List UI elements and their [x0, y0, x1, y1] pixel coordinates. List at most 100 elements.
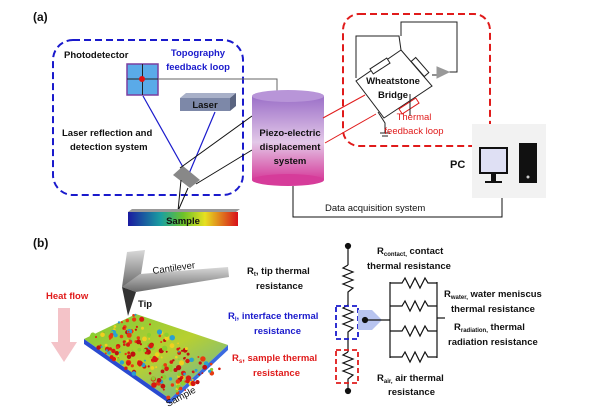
surface-peak — [139, 316, 145, 322]
surface-peak — [130, 364, 134, 368]
pc-icon — [479, 143, 537, 183]
surface-peak — [175, 389, 178, 393]
surface-peak — [95, 336, 97, 338]
surface-peak — [189, 357, 194, 362]
surface-peak — [125, 318, 129, 323]
surface-peak — [96, 345, 101, 350]
laser-beam-incident — [187, 111, 216, 177]
surface-peak — [149, 323, 151, 326]
surface-peak — [164, 366, 169, 372]
surface-peak — [186, 352, 190, 356]
surface-peak — [148, 343, 154, 349]
surface-peak — [160, 341, 163, 343]
surface-peak — [161, 345, 168, 351]
wheatstone-label-1: Wheatstone — [366, 76, 420, 87]
surface-peak — [177, 372, 182, 377]
surface-peak — [183, 356, 186, 359]
surface-peak — [190, 380, 196, 387]
surface-peak — [160, 369, 165, 374]
surface-peak — [200, 356, 206, 362]
surface-peak — [126, 354, 132, 359]
surface-peak — [126, 342, 130, 347]
thermal-circuit — [335, 242, 445, 395]
surface-peak — [100, 345, 103, 348]
r-radiation-label: Rradiation, thermal — [454, 322, 525, 334]
r-water-label: Rwater, water meniscus — [444, 289, 542, 301]
surface-peak — [151, 358, 154, 362]
surface-peak — [208, 369, 212, 373]
topography-loop-label-2: feedback loop — [166, 62, 230, 73]
surface-peak — [126, 361, 131, 366]
surface-peak — [126, 328, 133, 335]
daq-label: Data acquisition system — [325, 203, 425, 214]
surface-peak — [172, 359, 175, 362]
surface-peak — [148, 372, 152, 375]
parallel-resistor — [390, 324, 437, 338]
surface-peak — [131, 349, 134, 352]
surface-peak — [149, 356, 152, 359]
topography-loop-box — [52, 39, 244, 196]
surface-peak — [123, 343, 126, 346]
surface-peak — [166, 395, 171, 400]
surface-peak — [195, 380, 200, 385]
surface-peak — [131, 371, 137, 376]
laser-system-label-2: detection system — [70, 142, 148, 153]
surface-peak — [160, 356, 163, 359]
surface-peak — [218, 367, 221, 371]
r-sample-label: Rs, sample thermal — [232, 353, 317, 365]
surface-peak — [183, 372, 186, 376]
surface-peak — [176, 365, 182, 371]
laser-beam-reflected — [142, 95, 189, 177]
surface-peak — [143, 359, 146, 362]
surface-peak — [104, 352, 107, 355]
tip-label: Tip — [138, 299, 152, 310]
surface-peak — [178, 360, 185, 366]
surface-peak — [127, 330, 130, 333]
surface-peak — [120, 321, 123, 324]
surface-peak — [104, 343, 108, 347]
piezo-label-2: displacement — [260, 142, 322, 153]
parallel-resistor — [390, 350, 437, 364]
thermal-loop-label-2: feedback loop — [384, 126, 443, 137]
surface-peak — [135, 325, 138, 328]
surface-peak — [142, 336, 147, 342]
surface-peak — [146, 332, 151, 338]
parallel-resistor — [390, 276, 437, 290]
laser-icon: Laser — [180, 93, 236, 111]
surface-peak — [108, 334, 113, 339]
surface-peak — [181, 349, 184, 352]
topography-loop-label-1: Topography — [171, 48, 226, 59]
surface-peak — [163, 363, 167, 367]
piezo-label-1: Piezo-electric — [259, 128, 320, 139]
surface-peak — [175, 379, 181, 384]
surface-peak — [113, 325, 117, 328]
r-contact-label-2: thermal resistance — [367, 261, 451, 272]
piezo-cylinder — [252, 90, 324, 186]
surface-peak — [119, 334, 124, 339]
piezo-wire-1 — [179, 115, 253, 169]
photodetector-icon — [126, 63, 159, 96]
r-sample-label-2: resistance — [253, 368, 300, 379]
surface-peak — [185, 379, 190, 384]
thermal-loop-label-1: Thermal — [397, 112, 432, 123]
surface-peak — [137, 347, 142, 352]
thermal-loop-box — [342, 13, 491, 147]
piezo-label-3: system — [274, 156, 307, 167]
surface-peak — [102, 330, 105, 333]
laser-system-label-1: Laser reflection and — [62, 128, 152, 139]
surface-peak — [113, 333, 118, 338]
r-tip-label-2: resistance — [256, 281, 303, 292]
r-contact-label: Rcontact, contact — [377, 246, 444, 258]
surface-peak — [165, 350, 168, 353]
surface-peak — [178, 350, 180, 353]
surface-peak — [198, 361, 202, 365]
surface-peak — [164, 335, 170, 341]
surface-peak — [169, 335, 175, 341]
surface-peak — [158, 334, 162, 338]
cantilever-icon — [173, 166, 200, 188]
laser-label: Laser — [192, 100, 218, 111]
surface-peak — [164, 332, 169, 337]
surface-peak — [134, 313, 137, 316]
surface-peak — [151, 376, 156, 381]
